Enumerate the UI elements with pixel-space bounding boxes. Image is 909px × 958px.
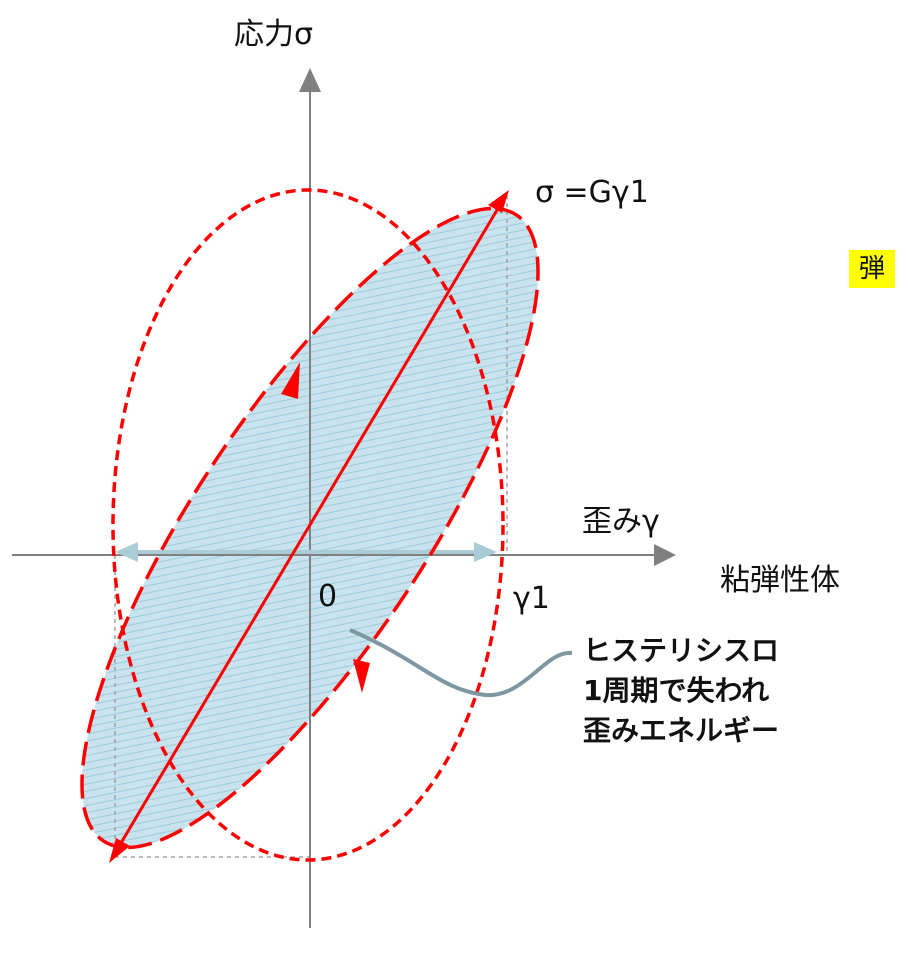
stress-axis-label: 応力σ bbox=[234, 17, 314, 52]
strain-amplitude-arrow-left bbox=[115, 542, 138, 562]
hysteresis-loop bbox=[80, 206, 540, 850]
hysteresis-note-line-3: 歪みエネルギー bbox=[583, 714, 780, 747]
hysteresis-note-line-1: ヒステリシスロ bbox=[583, 634, 780, 667]
origin-label: 0 bbox=[318, 579, 338, 614]
elastic-line-arrowhead-top bbox=[488, 190, 509, 213]
elastic-line-arrowhead-bottom bbox=[109, 838, 130, 863]
material-label: 粘弾性体 bbox=[720, 563, 840, 598]
outer-loop-ellipse bbox=[111, 188, 505, 862]
hysteresis-note-line-2: 1周期で失われ bbox=[583, 674, 770, 707]
strain-axis-arrowhead bbox=[654, 544, 676, 566]
highlight-badge: 弾 bbox=[849, 250, 896, 288]
elastic-line bbox=[116, 204, 502, 849]
strain-amplitude-arrow-right bbox=[474, 542, 497, 562]
gamma1-label: γ1 bbox=[513, 581, 550, 616]
hysteresis-note: ヒステリシスロ 1周期で失われ 歪みエネルギー bbox=[583, 631, 779, 751]
stress-axis-arrowhead bbox=[299, 68, 321, 92]
hysteresis-leader-curve bbox=[349, 628, 573, 698]
strain-axis-label: 歪みγ bbox=[582, 504, 660, 539]
elastic-relation-label: σ =Gγ1 bbox=[535, 175, 649, 210]
loading-direction-arrow bbox=[281, 362, 300, 399]
unloading-direction-arrow bbox=[353, 659, 370, 693]
